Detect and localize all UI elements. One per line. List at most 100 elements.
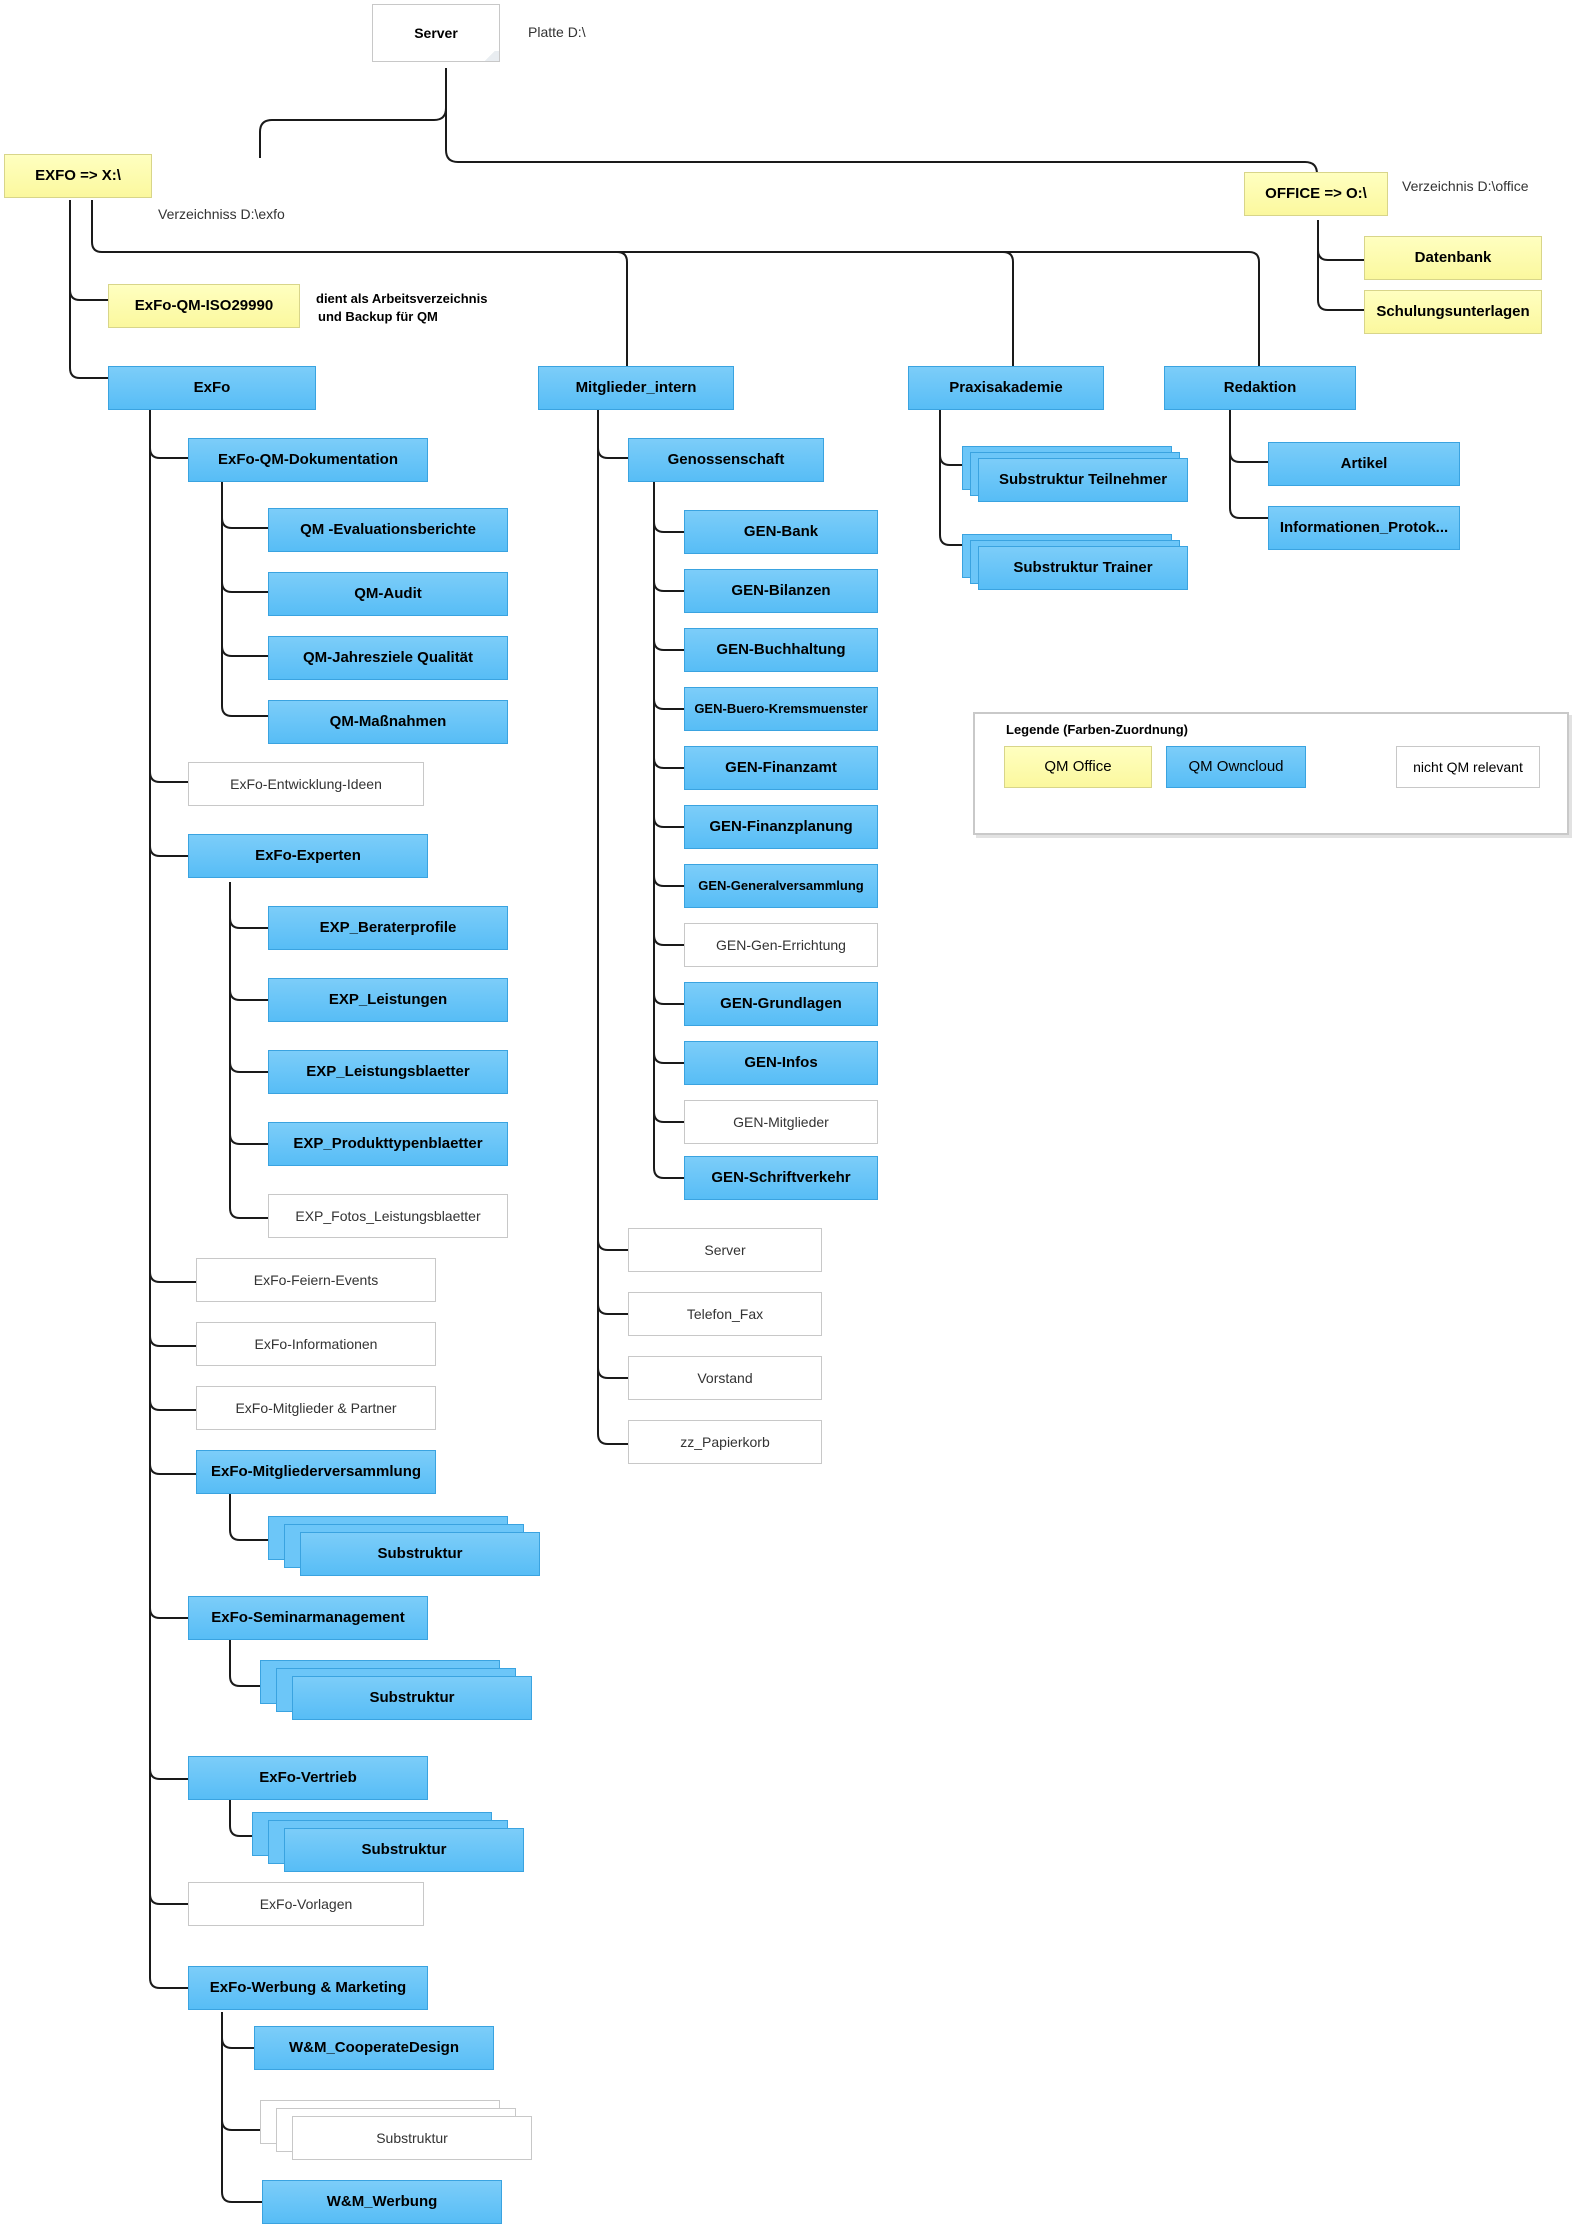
node-label: GEN-Buero-Kremsmuenster — [694, 701, 868, 716]
node-label: ExFo-Mitglieder & Partner — [235, 1400, 397, 1416]
node-redaktion[interactable]: Redaktion — [1164, 366, 1356, 410]
node-gen-buero[interactable]: GEN-Buero-Kremsmuenster — [684, 687, 878, 731]
node-server[interactable]: Server — [372, 4, 500, 62]
node-qm-evaluationsberichte[interactable]: QM -Evaluationsberichte — [268, 508, 508, 552]
node-praxisakademie[interactable]: Praxisakademie — [908, 366, 1104, 410]
node-label: Telefon_Fax — [686, 1306, 764, 1322]
node-gen-bank[interactable]: GEN-Bank — [684, 510, 878, 554]
node-label: GEN-Bilanzen — [731, 582, 831, 599]
node-gen-generalversammlung[interactable]: GEN-Generalversammlung — [684, 864, 878, 908]
node-label: GEN-Bank — [743, 523, 819, 540]
legend-label: QM Owncloud — [1188, 758, 1284, 775]
node-wm-werbung[interactable]: W&M_Werbung — [262, 2180, 502, 2224]
node-informationen-protok[interactable]: Informationen_Protok... — [1268, 506, 1460, 550]
node-substruktur-4[interactable]: Substruktur — [292, 2116, 532, 2160]
node-label: ExFo-Vertrieb — [259, 1769, 357, 1786]
note-office-path: Verzeichnis D:\office — [1402, 178, 1529, 194]
node-mi-server[interactable]: Server — [628, 1228, 822, 1272]
node-label: Substruktur — [361, 1841, 447, 1858]
node-label: zz_Papierkorb — [680, 1434, 770, 1450]
node-label: Redaktion — [1223, 379, 1297, 396]
legend-title: Legende (Farben-Zuordnung) — [1006, 722, 1188, 737]
node-label: ExFo-Seminarmanagement — [211, 1609, 405, 1626]
node-label: W&M_CooperateDesign — [288, 2039, 460, 2056]
node-mitglieder-intern[interactable]: Mitglieder_intern — [538, 366, 734, 410]
node-exfo-vertrieb[interactable]: ExFo-Vertrieb — [188, 1756, 428, 1800]
node-exp-fotos[interactable]: EXP_Fotos_Leistungsblaetter — [268, 1194, 508, 1238]
node-schulungsunterlagen[interactable]: Schulungsunterlagen — [1364, 290, 1542, 334]
node-exfo-seminarmanagement[interactable]: ExFo-Seminarmanagement — [188, 1596, 428, 1640]
node-gen-buchhaltung[interactable]: GEN-Buchhaltung — [684, 628, 878, 672]
node-label: EXP_Leistungen — [328, 991, 448, 1008]
node-wm-cooperatedesign[interactable]: W&M_CooperateDesign — [254, 2026, 494, 2070]
node-mi-vorstand[interactable]: Vorstand — [628, 1356, 822, 1400]
node-label: EXP_Beraterprofile — [319, 919, 457, 936]
node-gen-mitglieder[interactable]: GEN-Mitglieder — [684, 1100, 878, 1144]
node-exfo-drive[interactable]: EXFO => X:\ — [4, 154, 152, 198]
node-exfo-qm-iso[interactable]: ExFo-QM-ISO29990 — [108, 284, 300, 328]
node-label: ExFo-Werbung & Marketing — [209, 1979, 407, 1996]
note-qm-line1: dient als Arbeitsverzeichnis — [316, 291, 488, 306]
node-exp-leistungsblaetter[interactable]: EXP_Leistungsblaetter — [268, 1050, 508, 1094]
node-exfo-experten[interactable]: ExFo-Experten — [188, 834, 428, 878]
node-label: GEN-Infos — [744, 1054, 818, 1071]
node-label: ExFo-Feiern-Events — [253, 1272, 379, 1288]
node-qm-massnahmen[interactable]: QM-Maßnahmen — [268, 700, 508, 744]
node-gen-finanzamt[interactable]: GEN-Finanzamt — [684, 746, 878, 790]
node-label: ExFo-QM-Dokumentation — [218, 451, 398, 468]
node-label: Server — [414, 25, 458, 41]
node-exp-leistungen[interactable]: EXP_Leistungen — [268, 978, 508, 1022]
node-label: ExFo-Vorlagen — [259, 1896, 353, 1912]
node-label: Mitglieder_intern — [575, 379, 697, 396]
node-label: Informationen_Protok... — [1279, 519, 1449, 536]
node-qm-audit[interactable]: QM-Audit — [268, 572, 508, 616]
node-substruktur-3[interactable]: Substruktur — [284, 1828, 524, 1872]
node-exfo-vorlagen[interactable]: ExFo-Vorlagen — [188, 1882, 424, 1926]
node-label: GEN-Buchhaltung — [716, 641, 846, 658]
node-gen-gen-errichtung[interactable]: GEN-Gen-Errichtung — [684, 923, 878, 967]
node-exfo-qm-dok[interactable]: ExFo-QM-Dokumentation — [188, 438, 428, 482]
legend-not-relevant: nicht QM relevant — [1396, 746, 1540, 788]
node-label: ExFo-QM-ISO29990 — [134, 297, 274, 314]
node-gen-finanzplanung[interactable]: GEN-Finanzplanung — [684, 805, 878, 849]
node-gen-grundlagen[interactable]: GEN-Grundlagen — [684, 982, 878, 1026]
node-exfo-informationen[interactable]: ExFo-Informationen — [196, 1322, 436, 1366]
node-exfo-werbung[interactable]: ExFo-Werbung & Marketing — [188, 1966, 428, 2010]
node-label: GEN-Finanzplanung — [709, 818, 853, 835]
node-gen-schriftverkehr[interactable]: GEN-Schriftverkehr — [684, 1156, 878, 1200]
node-office-drive[interactable]: OFFICE => O:\ — [1244, 172, 1388, 216]
node-label: GEN-Mitglieder — [733, 1114, 829, 1130]
node-substruktur-2[interactable]: Substruktur — [292, 1676, 532, 1720]
node-substruktur-trainer[interactable]: Substruktur Trainer — [978, 546, 1188, 590]
node-label: Vorstand — [697, 1370, 753, 1386]
node-label: QM-Maßnahmen — [329, 713, 447, 730]
node-gen-bilanzen[interactable]: GEN-Bilanzen — [684, 569, 878, 613]
node-label: QM -Evaluationsberichte — [300, 521, 476, 538]
node-exfo-mitgliederversammlung[interactable]: ExFo-Mitgliederversammlung — [196, 1450, 436, 1494]
node-label: QM-Jahresziele Qualität — [302, 649, 474, 666]
node-label: Datenbank — [1414, 249, 1492, 266]
node-artikel[interactable]: Artikel — [1268, 442, 1460, 486]
node-label: W&M_Werbung — [326, 2193, 438, 2210]
note-qm-line2: und Backup für QM — [318, 309, 438, 324]
node-exfo-mitglieder-partner[interactable]: ExFo-Mitglieder & Partner — [196, 1386, 436, 1430]
node-mi-telefon-fax[interactable]: Telefon_Fax — [628, 1292, 822, 1336]
node-label: EXFO => X:\ — [35, 167, 121, 184]
node-gen-infos[interactable]: GEN-Infos — [684, 1041, 878, 1085]
node-exfo-feiern[interactable]: ExFo-Feiern-Events — [196, 1258, 436, 1302]
node-exfo-entwicklung[interactable]: ExFo-Entwicklung-Ideen — [188, 762, 424, 806]
node-qm-jahresziele[interactable]: QM-Jahresziele Qualität — [268, 636, 508, 680]
node-exfo[interactable]: ExFo — [108, 366, 316, 410]
node-label: Substruktur Teilnehmer — [998, 471, 1168, 488]
legend-qm-office: QM Office — [1004, 746, 1152, 788]
node-genossenschaft[interactable]: Genossenschaft — [628, 438, 824, 482]
node-substruktur-teilnehmer[interactable]: Substruktur Teilnehmer — [978, 458, 1188, 502]
node-label: Substruktur Trainer — [1013, 559, 1153, 576]
node-label: GEN-Generalversammlung — [698, 878, 864, 893]
node-datenbank[interactable]: Datenbank — [1364, 236, 1542, 280]
node-exp-beraterprofile[interactable]: EXP_Beraterprofile — [268, 906, 508, 950]
node-substruktur-1[interactable]: Substruktur — [300, 1532, 540, 1576]
node-mi-papierkorb[interactable]: zz_Papierkorb — [628, 1420, 822, 1464]
node-exp-produkttypenblaetter[interactable]: EXP_Produkttypenblaetter — [268, 1122, 508, 1166]
node-label: EXP_Leistungsblaetter — [306, 1063, 470, 1080]
